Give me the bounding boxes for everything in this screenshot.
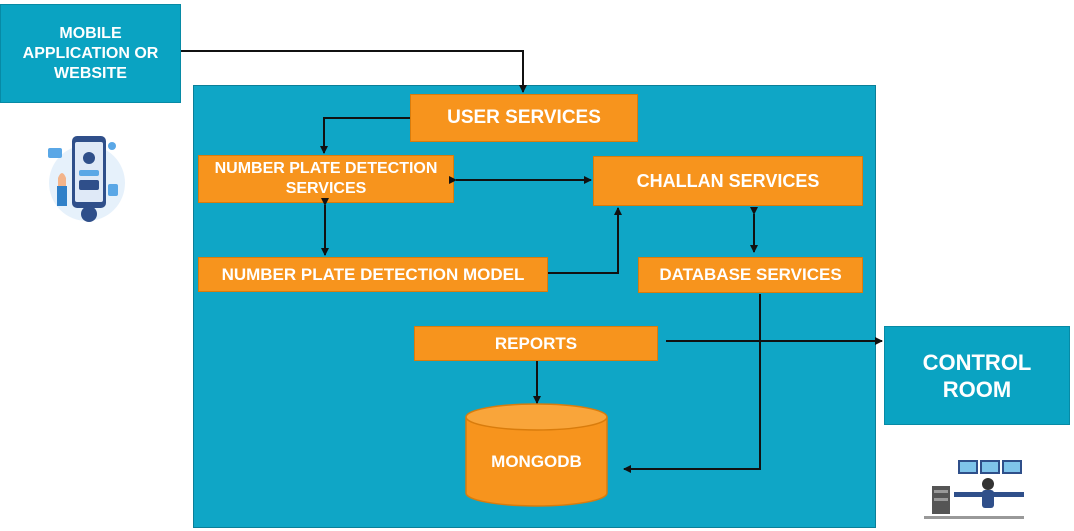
mongodb-label: MONGODB [491,452,582,471]
user-services-box: USER SERVICES [410,94,638,142]
user-services-label: USER SERVICES [447,107,601,128]
mongodb-cylinder: MONGODB [465,403,608,507]
mobile-security-icon [42,128,132,228]
reports-box: REPORTS [414,326,658,361]
npd-services-box: NUMBER PLATE DETECTION SERVICES [198,155,454,203]
arrow-model-to-challan [548,207,622,274]
mobile-application-box: MOBILE APPLICATION OR WEBSITE [0,4,181,103]
arrow-database-to-mongodb [623,294,761,473]
npd-model-label: NUMBER PLATE DETECTION MODEL [221,264,525,284]
reports-label: REPORTS [494,333,578,353]
control-room-label: CONTROL ROOM [922,349,1032,402]
control-room-operator-icon [924,456,1024,520]
database-services-box: DATABASE SERVICES [638,257,863,293]
arrow-mobile-to-user-services [181,50,527,93]
mobile-application-label: MOBILE APPLICATION OR WEBSITE [22,24,159,82]
challan-services-label: CHALLAN SERVICES [636,170,820,191]
control-room-box: CONTROL ROOM [884,326,1070,425]
npd-services-label: NUMBER PLATE DETECTION SERVICES [214,160,438,197]
database-services-label: DATABASE SERVICES [659,265,842,284]
arrow-user-to-npd-services [320,117,410,154]
npd-model-box: NUMBER PLATE DETECTION MODEL [198,257,548,292]
challan-services-box: CHALLAN SERVICES [593,156,863,206]
